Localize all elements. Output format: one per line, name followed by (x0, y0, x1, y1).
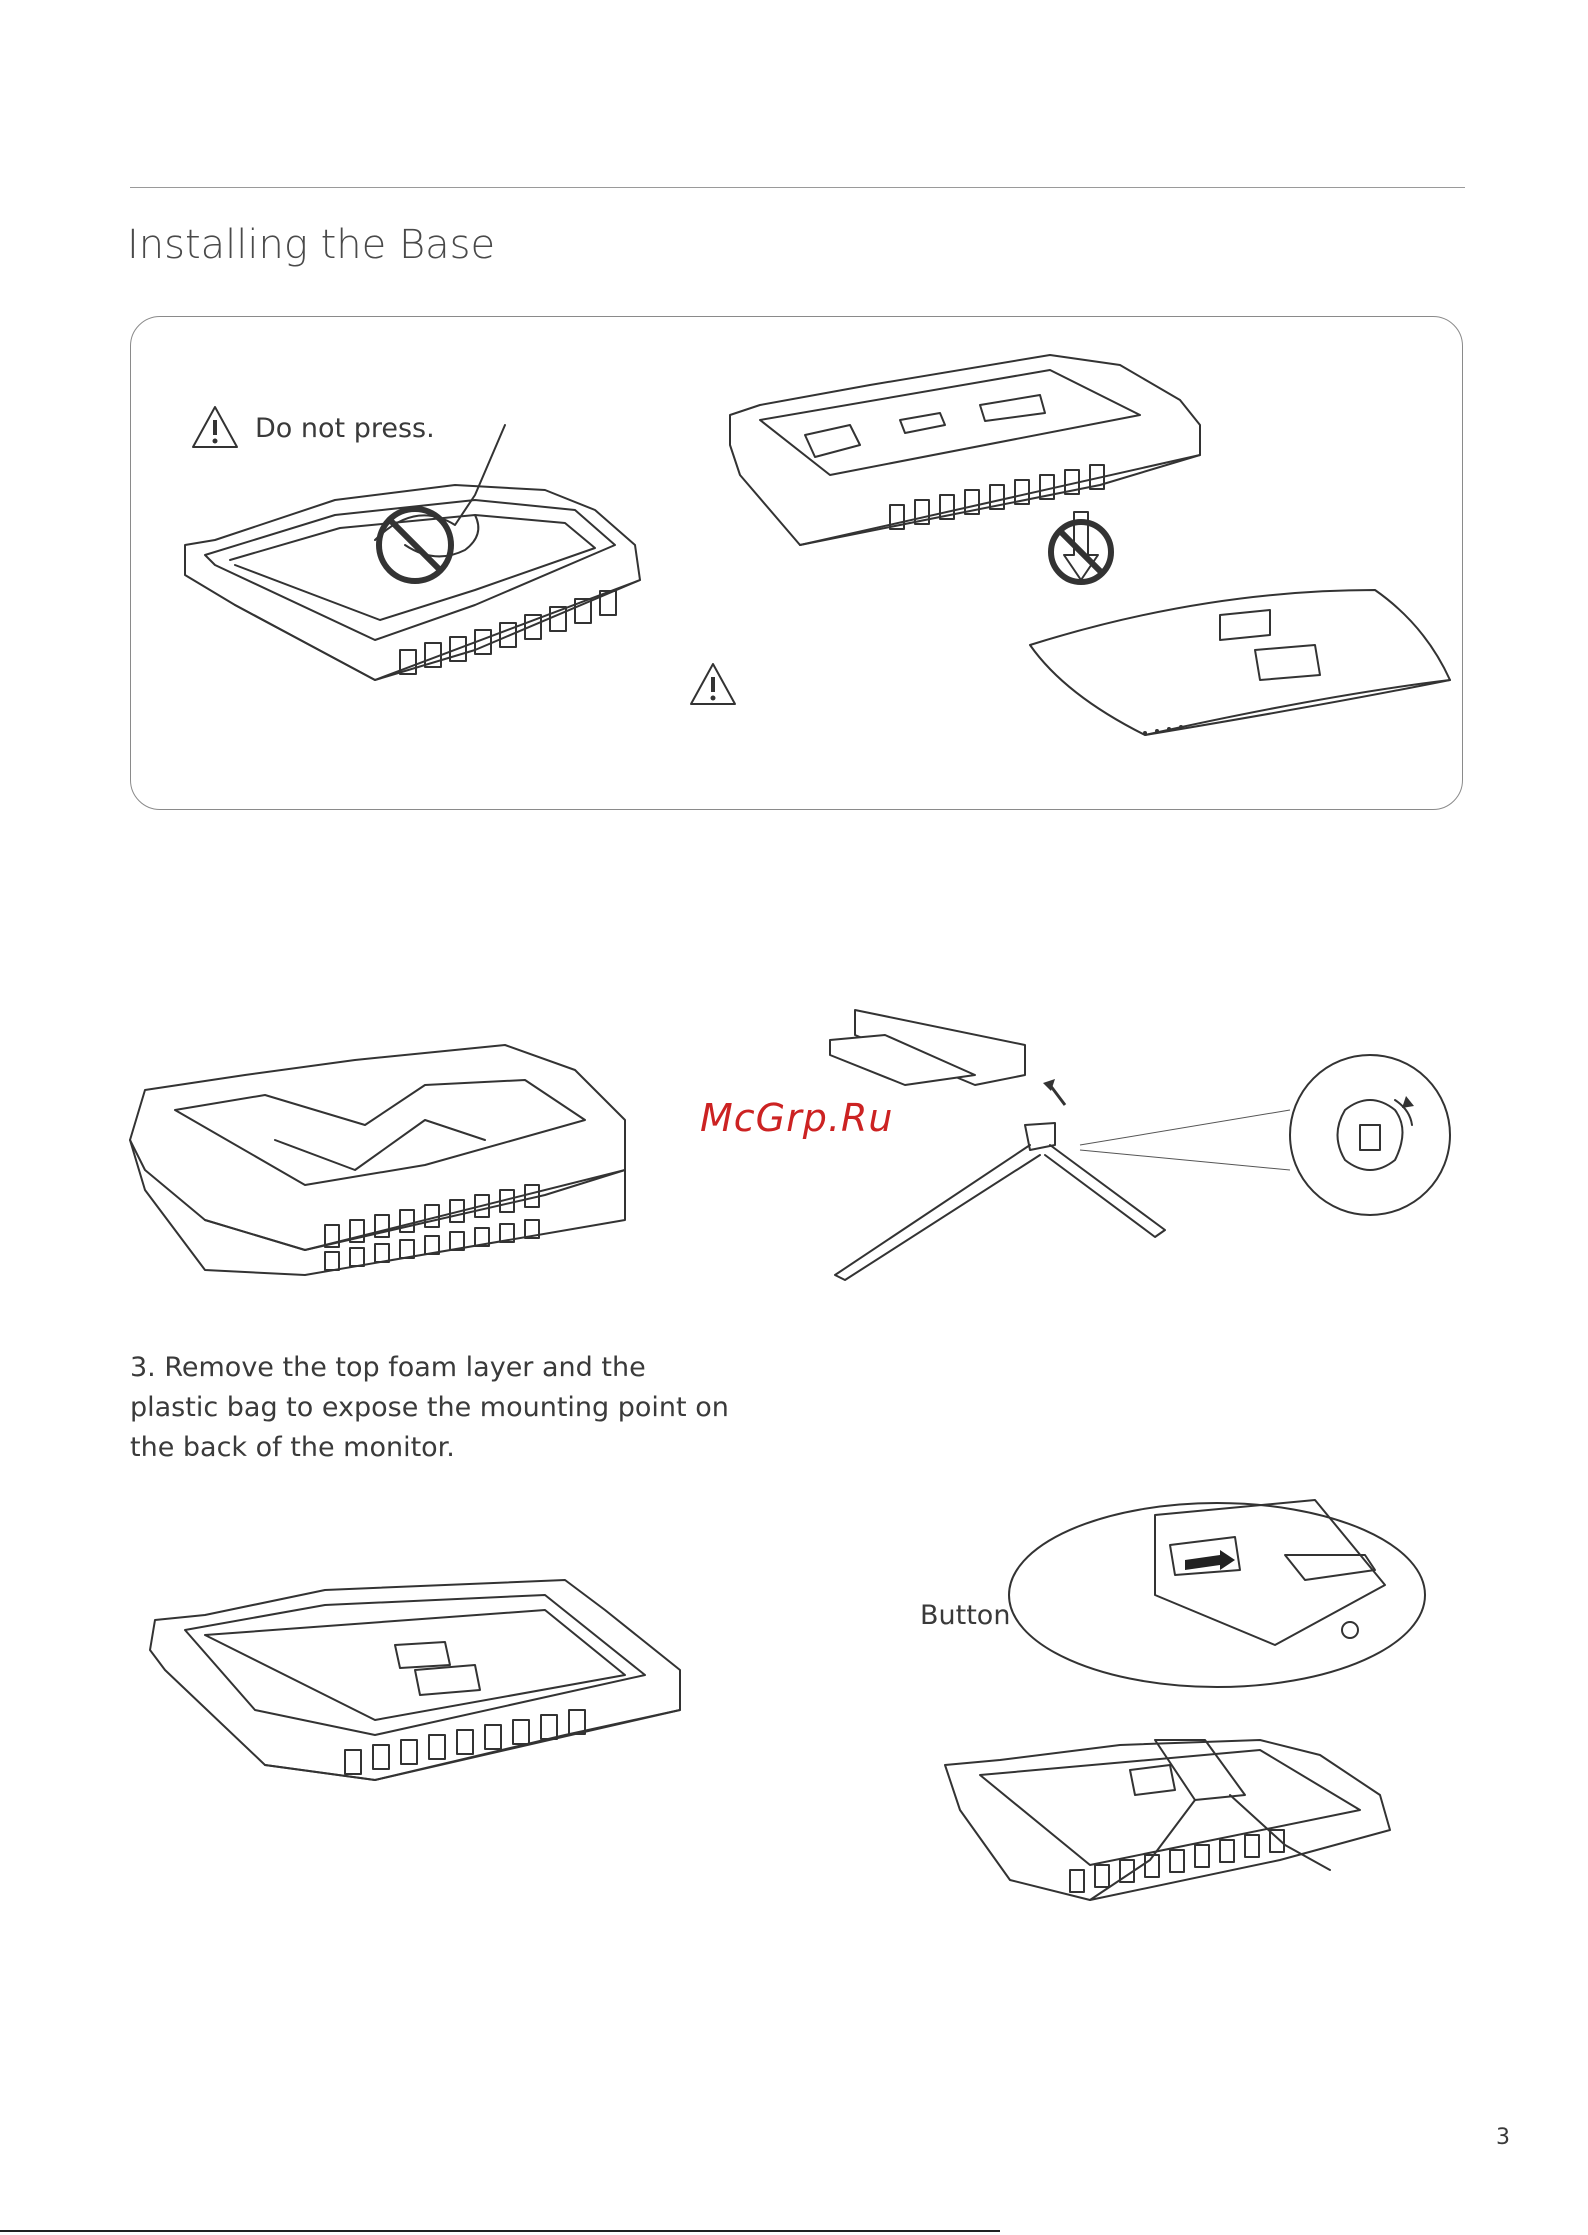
step-3-instruction: 3. Remove the top foam layer and the pla… (130, 1348, 740, 1468)
page-title: Installing the Base (127, 222, 495, 268)
button-label: Button (920, 1600, 1010, 1631)
watermark: McGrp.Ru (700, 1096, 893, 1140)
foam-box-do-not-press-illustration (175, 415, 645, 685)
monitor-back-in-foam-illustration (145, 1550, 685, 1790)
stand-attached-illustration (940, 1710, 1400, 1925)
button-zoom-callout-illustration (1005, 1495, 1430, 1695)
page-number: 3 (1496, 2125, 1510, 2150)
warning-triangle-icon-2 (688, 661, 738, 707)
monitor-face-down-illustration (1025, 585, 1455, 745)
bottom-border (0, 2230, 1000, 2232)
prohibition-circle-icon (1046, 510, 1116, 590)
header-rule (130, 187, 1465, 188)
top-foam-layer-illustration (720, 345, 1220, 555)
foam-packaging-illustration (125, 1020, 635, 1280)
zoom-callout-illustration (1050, 1050, 1460, 1220)
